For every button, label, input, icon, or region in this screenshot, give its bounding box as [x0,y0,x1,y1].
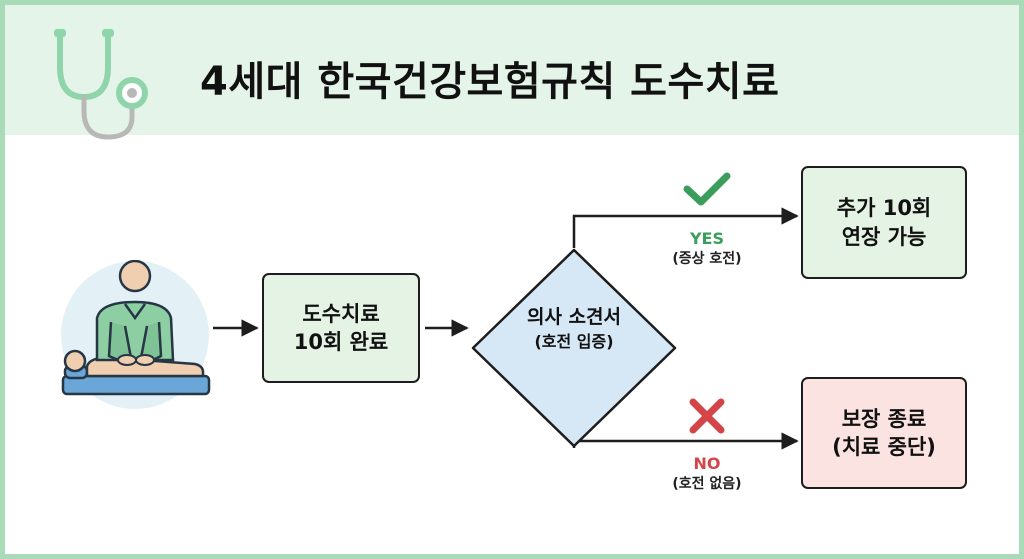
infographic-frame: 4세대 한국건강보험규칙 도수치료 도수치료 10회 완료 의사 소견서 [5,5,1019,554]
treatment-complete-line1: 도수치료 [302,301,380,326]
arrow-yes-branch [572,207,799,248]
extension-possible-box: 추가 10회 연장 가능 [801,166,967,279]
checkmark-icon [683,172,731,206]
yes-condition: (증상 호전) [672,250,742,267]
physical-therapy-icon [61,260,211,409]
yes-branch-label: YES (증상 호전) [637,229,777,268]
no-branch-label: NO (호전 없음) [637,454,777,493]
stethoscope-icon [54,29,148,140]
extension-line1: 추가 10회 [836,196,932,221]
decision-line1: 의사 소견서 [526,306,621,328]
no-condition: (호전 없음) [672,475,742,492]
decision-text: 의사 소견서 (호전 입증) [471,305,677,352]
no-label: NO [693,454,721,473]
x-mark-icon [689,398,725,434]
treatment-complete-box: 도수치료 10회 완료 [262,273,420,383]
yes-label: YES [689,229,725,248]
treatment-complete-line2: 10회 완료 [293,330,389,354]
header-band: 4세대 한국건강보험규칙 도수치료 [5,5,1019,140]
page-title: 4세대 한국건강보험규칙 도수치료 [200,59,780,105]
extension-line2: 연장 가능 [841,224,927,249]
coverage-end-box: 보장 종료 (치료 중단) [801,377,967,489]
coverage-end-line2: (치료 중단) [832,435,936,459]
decision-diamond [471,248,677,448]
coverage-end-line1: 보장 종료 [841,406,927,431]
decision-line2: (호전 입증) [534,331,614,351]
